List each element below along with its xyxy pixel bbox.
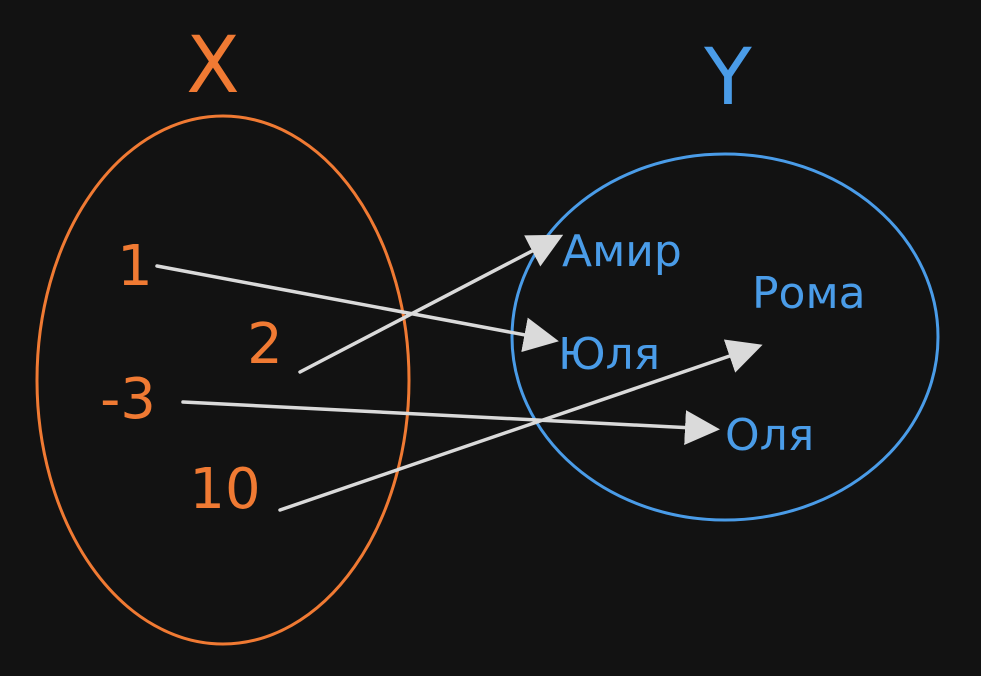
set-y-ellipse <box>510 152 940 522</box>
set-x-title: X <box>186 21 239 111</box>
set-x-element-10: 10 <box>189 457 260 522</box>
set-y-element-amir: Амир <box>562 226 682 277</box>
set-y-element-roma: Рома <box>752 268 866 319</box>
set-x-element-1: 1 <box>117 234 153 299</box>
arrow-2-to-amir <box>298 234 564 374</box>
arrow-1-to-yulya <box>155 264 559 353</box>
arrow-neg3-to-olya <box>181 400 720 446</box>
set-y-title: Y <box>703 33 752 123</box>
arrow-10-to-roma <box>278 339 763 512</box>
set-x-element-2: 2 <box>247 312 283 377</box>
set-x-ellipse <box>35 114 411 646</box>
set-x-element-neg3: -3 <box>100 367 156 432</box>
set-y-element-yulya: Юля <box>558 329 660 380</box>
set-y-element-olya: Оля <box>725 410 814 461</box>
